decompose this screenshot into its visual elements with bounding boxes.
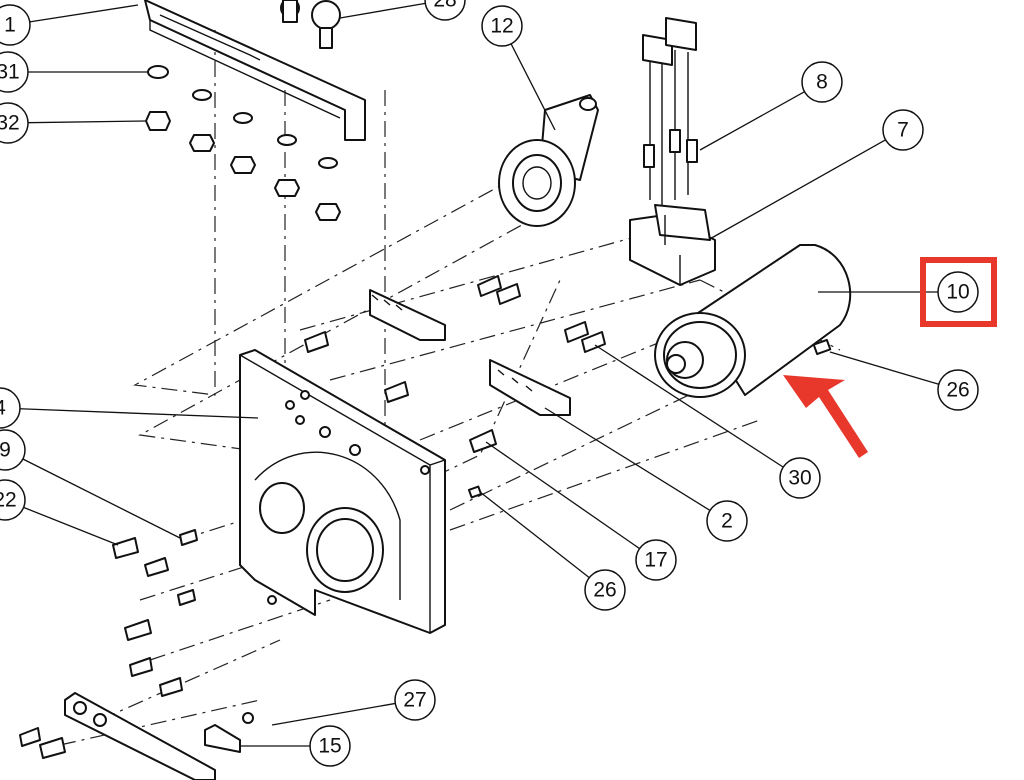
balloon-label: 7	[897, 119, 909, 142]
part-number-balloons: 128313212871026492230217262715	[0, 0, 979, 767]
part-balloon-10: 10	[937, 271, 979, 313]
balloon-label: 17	[644, 549, 667, 572]
part-balloon-31: 31	[0, 51, 29, 93]
balloon-label: 32	[0, 112, 20, 135]
brush-holder-part	[629, 204, 716, 286]
balloon-circle	[0, 51, 29, 93]
part-balloon-26: 26	[937, 369, 979, 411]
red-pointer-arrow	[783, 375, 868, 458]
leader-line	[339, 2, 426, 19]
leader-line	[19, 408, 259, 419]
part-balloon-4: 4	[0, 387, 21, 429]
part-balloon-9: 9	[0, 429, 26, 471]
top-bracket-part	[144, 0, 366, 141]
part-balloon-28: 28	[424, 0, 466, 21]
leader-line	[707, 139, 886, 241]
part-balloon-12: 12	[481, 5, 523, 47]
balloon-circle	[0, 429, 26, 471]
part-balloon-17: 17	[635, 539, 677, 581]
leader-line	[510, 43, 556, 131]
balloon-label: 2	[721, 510, 733, 533]
terminal-strip-lower	[489, 359, 571, 416]
balloon-label: 27	[403, 689, 426, 712]
part-balloon-22: 22	[0, 479, 26, 521]
leader-line	[594, 344, 784, 468]
balloon-circle	[937, 271, 979, 313]
balloon-circle	[0, 479, 26, 521]
brush-part	[642, 17, 698, 205]
balloon-label: 26	[946, 379, 969, 402]
leader-line	[22, 458, 181, 539]
part-balloon-27: 27	[394, 679, 436, 721]
balloon-label: 28	[433, 0, 456, 12]
balloon-label: 9	[0, 439, 11, 462]
leader-line	[27, 120, 147, 124]
balloon-label: 1	[4, 14, 16, 37]
leader-line	[271, 702, 396, 726]
lower-bracket-part	[64, 692, 254, 780]
leader-line	[29, 4, 139, 23]
balloon-circle	[779, 457, 821, 499]
leader-lines	[19, 2, 940, 747]
part-balloon-1: 1	[0, 4, 31, 46]
balloon-circle	[394, 679, 436, 721]
balloon-label: 15	[318, 735, 341, 758]
part-balloon-30: 30	[779, 457, 821, 499]
balloon-circle	[882, 109, 924, 151]
leader-line	[485, 441, 640, 550]
bearing-housing-part	[498, 94, 599, 227]
part-balloon-8: 8	[801, 61, 843, 103]
balloon-circle	[309, 725, 351, 767]
leader-line	[544, 407, 711, 512]
balloon-label: 4	[0, 397, 6, 420]
screws	[19, 275, 606, 759]
washers-and-nuts	[145, 65, 341, 221]
leader-line	[699, 91, 805, 151]
balloon-circle	[0, 4, 31, 46]
balloon-label: 22	[0, 489, 17, 512]
leader-line	[23, 506, 119, 546]
balloon-circle	[706, 500, 748, 542]
main-plate-part	[239, 349, 446, 634]
leader-line	[829, 351, 940, 385]
part-balloon-15: 15	[309, 725, 351, 767]
balloon-circle	[635, 539, 677, 581]
balloon-circle	[0, 102, 29, 144]
part-balloon-7: 7	[882, 109, 924, 151]
leader-line	[479, 491, 590, 579]
balloon-label: 10	[946, 281, 969, 304]
balloon-label: 8	[816, 71, 828, 94]
highlight-box	[920, 257, 997, 327]
balloon-label: 31	[0, 61, 20, 84]
balloon-circle	[801, 61, 843, 103]
part-balloon-32: 32	[0, 102, 29, 144]
balloon-circle	[0, 387, 21, 429]
part-balloon-26: 26	[584, 569, 626, 611]
balloon-label: 30	[788, 467, 811, 490]
part-balloon-2: 2	[706, 500, 748, 542]
balloon-circle	[481, 5, 523, 47]
balloon-circle	[937, 369, 979, 411]
motor-part	[654, 244, 852, 398]
terminal-strip-upper	[369, 289, 446, 341]
balloon-label: 26	[593, 579, 616, 602]
balloon-circle	[424, 0, 466, 21]
balloon-label: 12	[490, 15, 513, 38]
balloon-circle	[584, 569, 626, 611]
